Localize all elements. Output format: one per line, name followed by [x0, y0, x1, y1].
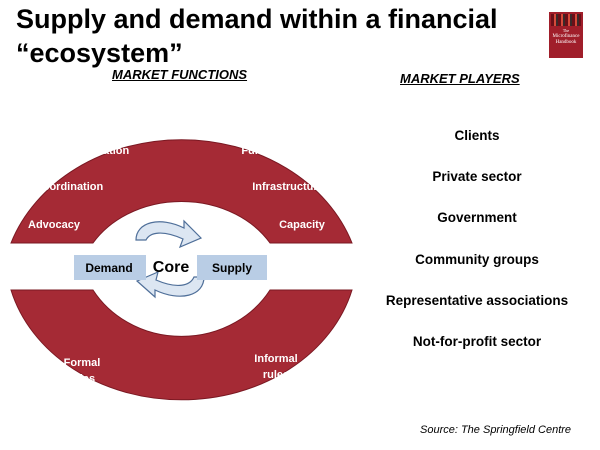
lower-cycle-arrow — [135, 270, 205, 299]
core-label: Core — [153, 259, 190, 276]
function-coordination: Coordination — [35, 181, 104, 193]
player-community-groups: Community groups — [415, 252, 539, 267]
supply-box — [197, 255, 267, 280]
function-infrastructure: Infrastructure — [252, 181, 324, 193]
player-private-sector: Private sector — [432, 169, 522, 184]
function-capacity: Capacity — [279, 219, 326, 231]
player-not-for-profit-sector: Not-for-profit sector — [412, 334, 542, 349]
slide-title: Supply and demand within a financial “ec… — [16, 2, 536, 70]
player-government: Government — [437, 210, 517, 225]
market-players-heading: MARKET PLAYERS — [400, 71, 520, 86]
informal-rules-label-line-2: rules — [263, 369, 289, 381]
supporting-functions-label-line-2: FUNCTIONS — [143, 119, 213, 133]
rules-label: RULES — [159, 398, 200, 412]
source-citation: Source: The Springfield Centre — [420, 424, 572, 436]
player-representative-associations: Representative associations — [385, 293, 569, 308]
supply-label: Supply — [212, 261, 252, 275]
demand-label: Demand — [85, 261, 132, 275]
slide-title-line-1: Supply and demand within a financial — [16, 4, 498, 34]
function-information: Information — [69, 145, 130, 157]
supporting-functions-label-line-1: SUPPORTING — [138, 100, 217, 114]
demand-box — [74, 255, 146, 280]
formal-rules-label-line-2: rules — [69, 373, 95, 385]
supporting-functions-arc — [10, 139, 353, 244]
book-cover-text-the: The — [562, 28, 570, 33]
function-funding: Funding — [241, 145, 284, 157]
informal-rules-label-line-1: Informal — [254, 353, 297, 365]
function-advocacy: Advocacy — [28, 219, 81, 231]
formal-rules-label-line-1: Formal — [64, 357, 101, 369]
book-cover-text-line-3: Handbook — [555, 40, 577, 45]
slide-title-line-2: “ecosystem” — [16, 38, 183, 68]
book-cover-text-line-2: Microfinance — [552, 34, 580, 39]
book-cover-mosaic — [551, 14, 581, 26]
upper-cycle-arrow — [135, 219, 203, 249]
market-functions-heading: MARKET FUNCTIONS — [112, 67, 248, 82]
player-clients: Clients — [454, 128, 500, 143]
rules-arc — [10, 289, 353, 401]
book-cover-text-title: Microfinance Handbook — [551, 34, 581, 46]
book-cover-thumbnail: The Microfinance Handbook — [549, 12, 583, 58]
